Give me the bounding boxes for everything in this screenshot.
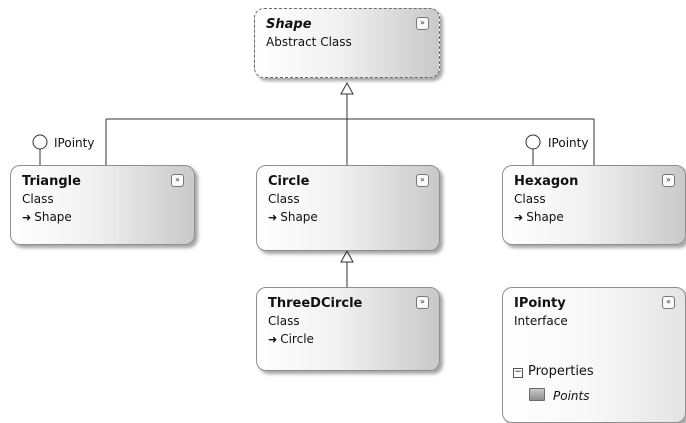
class-name: Shape [266,17,312,32]
chevron-double-down-icon[interactable]: » [416,17,429,30]
base-type: ➜Shape [514,210,564,224]
class-kind: Class [268,192,300,206]
inherits-arrow-icon: ➜ [514,211,524,224]
class-kind: Class [514,192,546,206]
lollipop-triangle [32,134,48,150]
class-name: Triangle [22,174,81,189]
class-triangle[interactable]: Triangle Class ➜Shape » [10,165,195,245]
class-name: Hexagon [514,174,579,189]
chevron-double-up-icon[interactable]: « [662,296,675,309]
lollipop-label-hexagon: IPointy [548,136,589,150]
base-type: ➜Circle [268,332,314,346]
class-shape[interactable]: Shape Abstract Class » [254,8,440,78]
class-threedcircle[interactable]: ThreeDCircle Class ➜Circle » [256,287,440,371]
inheritance-arrowhead [340,81,354,95]
class-kind: Abstract Class [266,35,352,49]
lollipop-label-triangle: IPointy [54,136,95,150]
interface-name: IPointy [514,296,566,311]
class-circle[interactable]: Circle Class ➜Shape » [256,165,440,251]
property-icon [529,388,545,401]
inherits-arrow-icon: ➜ [22,211,32,224]
chevron-double-down-icon[interactable]: » [416,296,429,309]
inherits-arrow-icon: ➜ [268,333,278,346]
chevron-double-down-icon[interactable]: » [662,174,675,187]
inheritance-circle-arrowhead [340,249,354,263]
properties-section[interactable]: −Properties [513,364,594,379]
class-name: ThreeDCircle [268,296,363,311]
inherits-arrow-icon: ➜ [268,211,278,224]
class-kind: Class [22,192,54,206]
collapse-section-icon[interactable]: − [513,367,523,378]
lollipop-hexagon [525,134,541,150]
interface-ipointy[interactable]: IPointy Interface « −Properties Points [502,287,686,423]
base-type: ➜Shape [268,210,318,224]
chevron-double-down-icon[interactable]: » [416,174,429,187]
property-item[interactable]: Points [529,388,589,403]
class-hexagon[interactable]: Hexagon Class ➜Shape » [502,165,686,245]
interface-kind: Interface [514,314,568,328]
class-kind: Class [268,314,300,328]
chevron-double-down-icon[interactable]: » [171,174,184,187]
class-name: Circle [268,174,310,189]
base-type: ➜Shape [22,210,72,224]
